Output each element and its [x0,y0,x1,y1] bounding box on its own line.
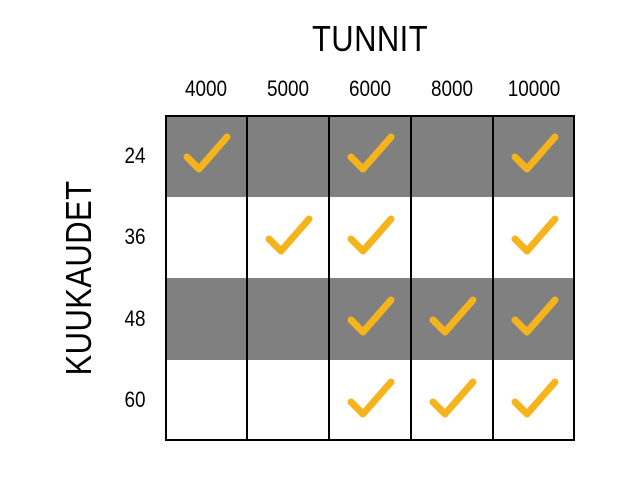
checkmark-icon [265,215,313,254]
table-cell [493,115,575,197]
checkmark-icon [347,296,395,336]
table-row [165,196,575,279]
column-header: 6000 [348,76,392,101]
table-cell [329,115,411,197]
checkmark-icon [511,378,559,417]
column-header: 5000 [266,76,310,101]
table-cell [247,278,329,360]
checkmark-icon [183,133,231,173]
checkmark-icon [511,133,559,173]
y-axis-label: KUUKAUDET [58,180,99,376]
column-header: 4000 [184,76,228,101]
table-cell [247,360,329,442]
checkmark-icon [347,215,395,254]
column-header: 8000 [430,76,474,101]
table-row [165,359,575,442]
row-header: 48 [124,305,146,331]
row-header: 36 [124,224,146,250]
table-cell [329,278,411,360]
column-header: 10000 [507,76,561,101]
row-header: 24 [124,142,146,168]
table-cell [411,278,493,360]
table-cell [493,278,575,360]
table-cell [411,197,493,279]
table-cell [329,360,411,442]
checkmark-icon [429,296,477,336]
table-row [165,115,575,197]
table-cell [247,115,329,197]
table-row [165,278,575,360]
table-cell [165,115,247,197]
table-cell [165,360,247,442]
table-cell [411,360,493,442]
checkmark-icon [347,133,395,173]
checkmark-icon [429,378,477,417]
checkmark-icon [347,378,395,417]
row-header: 60 [124,387,146,413]
table-cell [329,197,411,279]
table-cell [247,197,329,279]
table-cell [493,360,575,442]
table-cell [165,197,247,279]
table-cell [165,278,247,360]
checkmark-icon [511,296,559,336]
table-title: TUNNIT [311,18,429,59]
checkmark-icon [511,215,559,254]
table-cell [493,197,575,279]
table-cell [411,115,493,197]
availability-grid [165,115,575,441]
